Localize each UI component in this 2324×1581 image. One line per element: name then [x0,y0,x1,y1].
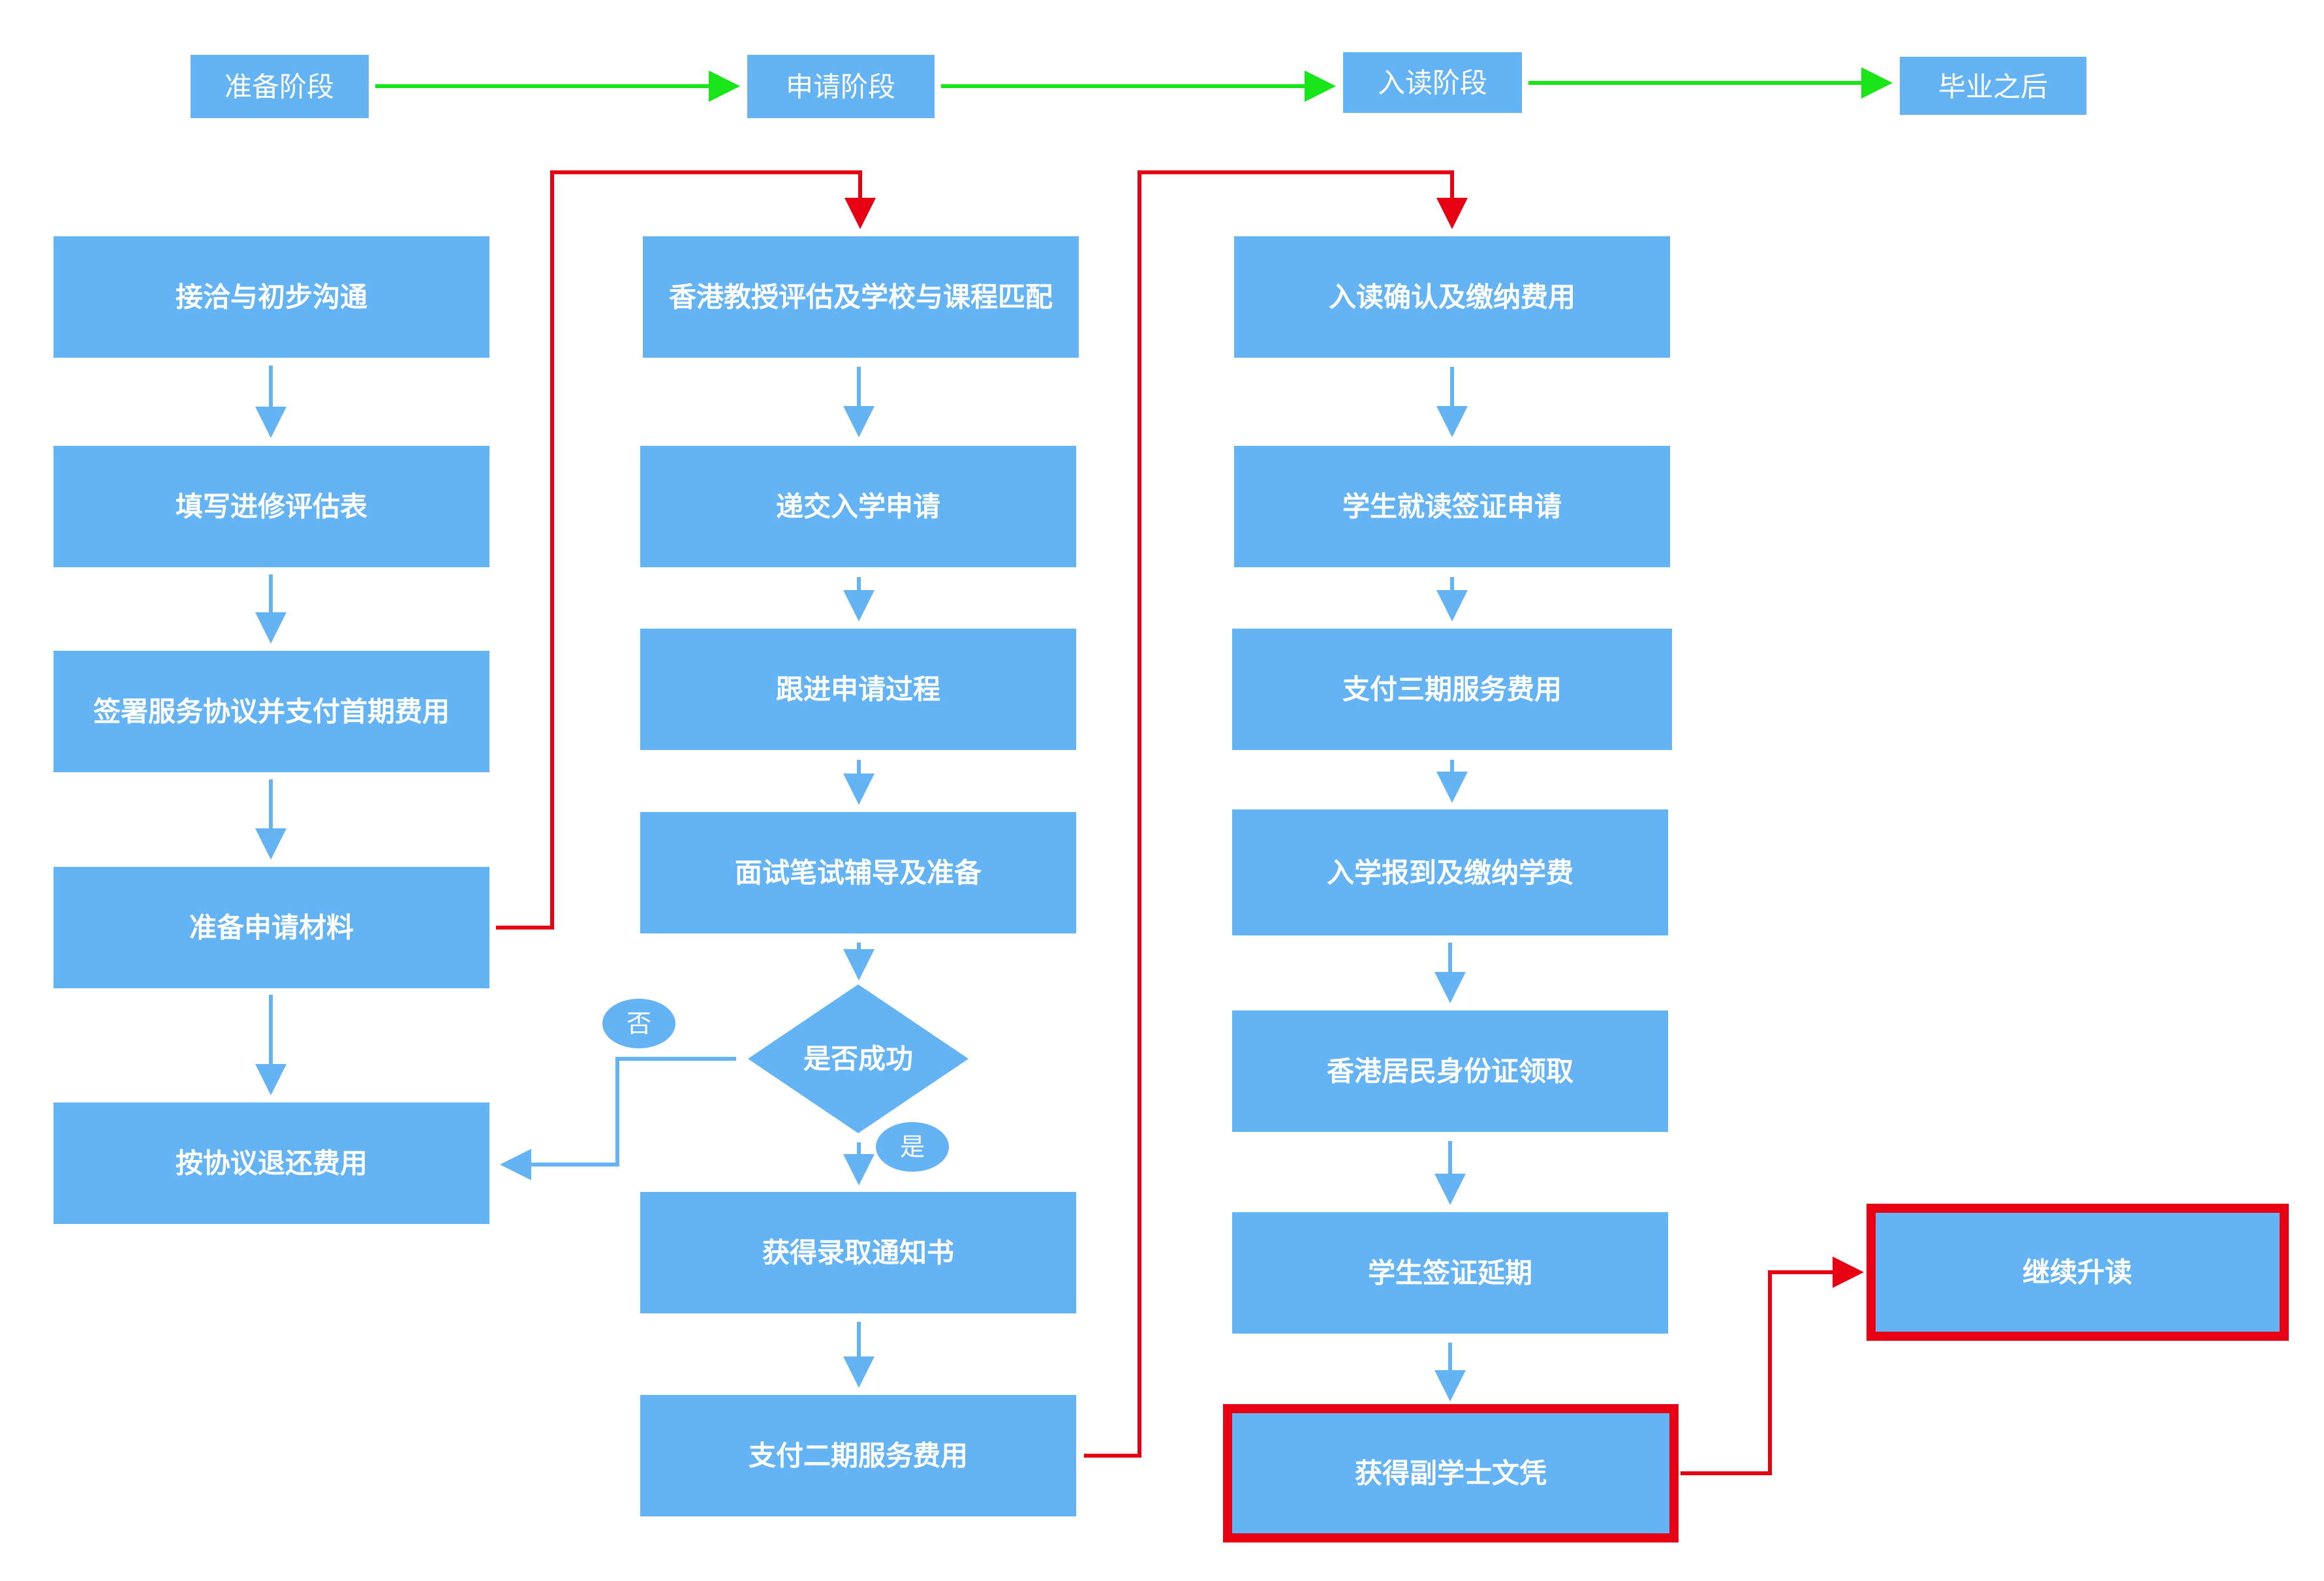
badge-no-label: 否 [627,1009,651,1038]
node-second-payment: 支付二期服务费用 [640,1395,1076,1516]
node-initial-contact: 接洽与初步沟通 [54,236,489,358]
node-interview-prep: 面试笔试辅导及准备 [640,812,1076,933]
node-submit-application-label: 递交入学申请 [776,491,940,523]
stage-prep-label: 准备阶段 [225,71,334,103]
node-prepare-materials-label: 准备申请材料 [189,912,354,944]
stage-apply-label: 申请阶段 [786,71,895,103]
node-visa-application-label: 学生就读签证申请 [1342,491,1562,523]
node-second-payment-label: 支付二期服务费用 [749,1440,968,1472]
arrow-decision-no [500,1057,736,1180]
badge-yes: 是 [876,1122,949,1172]
node-prepare-materials: 准备申请材料 [54,867,489,988]
node-enroll-confirm: 入读确认及缴纳费用 [1234,236,1670,358]
node-continue-study-label: 继续升读 [2022,1257,2132,1289]
node-professor-assessment: 香港教授评估及学校与课程匹配 [643,236,1079,358]
node-assessment-form-label: 填写进修评估表 [176,491,367,523]
node-visa-extension-label: 学生签证延期 [1368,1257,1532,1289]
node-submit-application: 递交入学申请 [640,446,1076,567]
node-third-payment: 支付三期服务费用 [1232,629,1672,750]
node-hk-id-card: 香港居民身份证领取 [1232,1010,1668,1132]
node-admission-letter-label: 获得录取通知书 [762,1237,954,1269]
decision-success: 是否成功 [748,984,968,1133]
node-hk-id-card-label: 香港居民身份证领取 [1327,1056,1573,1088]
badge-no: 否 [602,999,675,1048]
stage-enroll-label: 入读阶段 [1378,67,1487,99]
node-associate-degree-label: 获得副学士文凭 [1355,1458,1547,1490]
node-continue-study-highlight [1867,1204,2289,1341]
node-associate-degree: 获得副学士文凭 [1223,1404,1679,1542]
node-refund: 按协议退还费用 [54,1103,489,1224]
node-initial-contact-label: 接洽与初步沟通 [176,281,367,313]
node-associate-degree-highlight [1223,1404,1679,1542]
stage-prep: 准备阶段 [191,55,369,118]
stage-apply: 申请阶段 [747,55,935,118]
transition-enroll-to-after [1681,1257,1864,1475]
stage-after: 毕业之后 [1900,57,2086,115]
node-sign-agreement-label: 签署服务协议并支付首期费用 [93,696,450,728]
node-interview-prep-label: 面试笔试辅导及准备 [735,857,982,889]
node-professor-assessment-label: 香港教授评估及学校与课程匹配 [669,281,1053,313]
stage-enroll: 入读阶段 [1343,52,1522,113]
decision-success-label: 是否成功 [803,1043,913,1075]
stage-after-label: 毕业之后 [1938,71,2048,103]
node-registration-label: 入学报到及缴纳学费 [1327,857,1573,889]
node-follow-up-label: 跟进申请过程 [776,674,940,706]
node-visa-extension: 学生签证延期 [1232,1212,1668,1334]
node-continue-study: 继续升读 [1867,1204,2289,1341]
transition-apply-to-enroll [1084,170,1468,1458]
node-refund-label: 按协议退还费用 [176,1148,367,1180]
node-visa-application: 学生就读签证申请 [1234,446,1670,567]
node-admission-letter: 获得录取通知书 [640,1192,1076,1313]
node-assessment-form: 填写进修评估表 [54,446,489,567]
transition-prep-to-apply [496,170,876,930]
node-registration: 入学报到及缴纳学费 [1232,809,1668,935]
node-follow-up: 跟进申请过程 [640,629,1076,750]
node-sign-agreement: 签署服务协议并支付首期费用 [54,651,489,772]
node-third-payment-label: 支付三期服务费用 [1342,674,1562,706]
badge-yes-label: 是 [900,1133,925,1161]
node-enroll-confirm-label: 入读确认及缴纳费用 [1329,281,1575,313]
